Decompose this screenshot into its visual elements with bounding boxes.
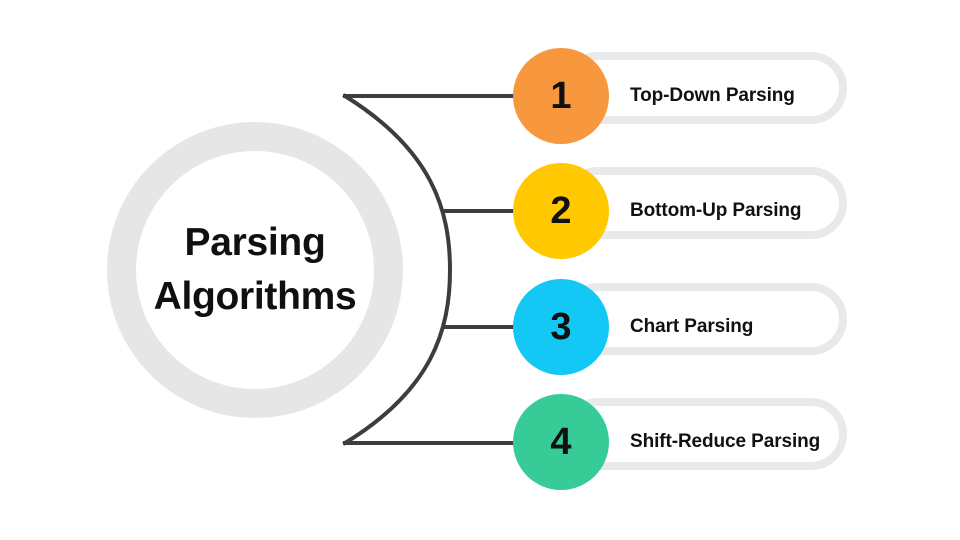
item-label-1: Top-Down Parsing: [630, 85, 795, 106]
item-pill-1: [562, 52, 847, 124]
hub-title-line-1: Parsing: [184, 221, 326, 265]
hub-inner-circle: Parsing Algorithms: [136, 151, 374, 389]
list-item[interactable]: Chart Parsing 3: [513, 279, 863, 375]
item-number-2: 2: [550, 189, 572, 232]
item-number-bubble-4[interactable]: 4: [513, 394, 609, 490]
item-number-4: 4: [550, 420, 572, 463]
hub-ring: Parsing Algorithms: [107, 122, 403, 418]
hub-title: Parsing Algorithms: [136, 151, 374, 389]
list-item[interactable]: Shift-Reduce Parsing 4: [513, 394, 863, 490]
item-label-4: Shift-Reduce Parsing: [630, 431, 821, 452]
item-number-3: 3: [550, 305, 572, 348]
hub-title-line-2: Algorithms: [153, 275, 357, 318]
list-item[interactable]: Top-Down Parsing 1: [513, 48, 863, 144]
item-number-1: 1: [550, 74, 572, 117]
item-number-bubble-3[interactable]: 3: [513, 279, 609, 375]
item-label-2: Bottom-Up Parsing: [630, 200, 802, 221]
item-pill-4: [562, 398, 847, 470]
item-number-bubble-2[interactable]: 2: [513, 163, 609, 259]
item-number-bubble-1[interactable]: 1: [513, 48, 609, 144]
list-item[interactable]: Bottom-Up Parsing 2: [513, 163, 863, 259]
item-pill-3: [562, 283, 847, 355]
item-label-3: Chart Parsing: [630, 316, 754, 337]
